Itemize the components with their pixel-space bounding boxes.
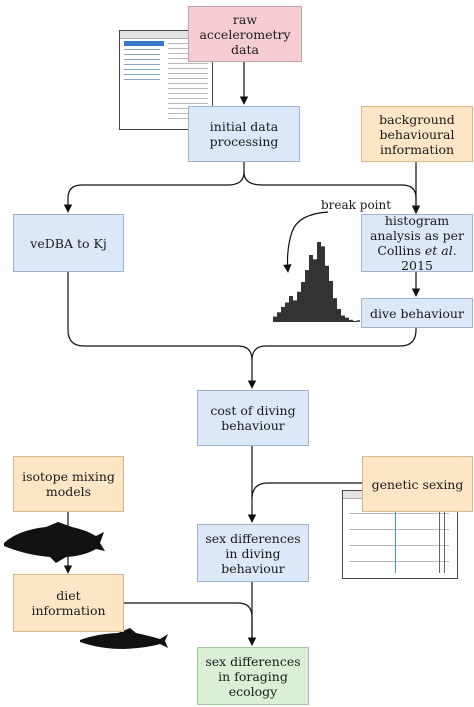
histogram-bar xyxy=(293,300,297,322)
isotope-mixing-label: isotope mixing models xyxy=(22,469,115,499)
histogram-bar xyxy=(345,317,349,322)
arrow-vedba-merge xyxy=(67,272,257,389)
cost-of-diving-label: cost of diving behaviour xyxy=(210,403,296,433)
genetic-sexing-box: genetic sexing xyxy=(362,456,473,512)
histogram-bar xyxy=(317,242,321,322)
sex-diff-diving-label: sex differences in diving behaviour xyxy=(205,530,301,576)
histogram-bar xyxy=(333,298,337,322)
sex-diff-diving-box: sex differences in diving behaviour xyxy=(197,524,309,582)
histogram-bar xyxy=(341,315,345,322)
histogram-bar xyxy=(353,320,357,322)
cost-of-diving-box: cost of diving behaviour xyxy=(197,390,309,446)
isotope-mixing-box: isotope mixing models xyxy=(13,456,124,512)
vedba-to-kj-label: veDBA to Kj xyxy=(30,235,107,251)
raw-accelerometry-box: raw accelerometry data xyxy=(188,6,302,62)
dive-behaviour-box: dive behaviour xyxy=(361,298,473,328)
break-point-pointer xyxy=(283,211,329,273)
histogram-bar xyxy=(277,312,281,322)
initial-processing-box: initial data processing xyxy=(188,106,300,162)
histogram-bar xyxy=(313,259,317,322)
histogram-bar xyxy=(289,296,293,322)
histogram-year: 2015 xyxy=(401,258,433,273)
break-point-annotation: break point xyxy=(321,198,392,212)
sex-diff-foraging-label: sex differences in foraging ecology xyxy=(205,653,301,699)
background-behaviour-label: background behavioural information xyxy=(379,111,455,157)
histogram-bar xyxy=(321,246,325,322)
histogram-bar xyxy=(305,270,309,322)
diet-information-label: diet information xyxy=(31,588,106,618)
histogram-bar xyxy=(325,265,329,322)
histogram-analysis-box: histogram analysis as per Collins et al.… xyxy=(361,213,473,273)
histogram-bar xyxy=(309,254,313,322)
histogram-bar xyxy=(285,302,289,322)
histogram-etal: et al. xyxy=(424,243,457,258)
cod-silhouette-icon xyxy=(4,522,105,563)
background-behaviour-box: background behavioural information xyxy=(361,106,473,162)
dive-behaviour-label: dive behaviour xyxy=(370,305,464,321)
histogram-bar xyxy=(297,291,301,322)
arrow-dive-merge xyxy=(251,328,417,361)
selected-row xyxy=(124,41,164,46)
histogram-bar xyxy=(273,316,277,322)
histogram-bar xyxy=(349,319,353,322)
initial-processing-label: initial data processing xyxy=(209,119,279,149)
histogram-bar xyxy=(301,282,305,322)
vedba-to-kj-box: veDBA to Kj xyxy=(13,214,124,272)
histogram-text: histogram analysis as per Collins xyxy=(369,213,465,258)
toolbar xyxy=(120,31,212,39)
mackerel-silhouette-icon xyxy=(80,628,168,649)
arrow-initial-to-histogram xyxy=(243,171,421,214)
histogram-analysis-label: histogram analysis as per Collins et al.… xyxy=(368,213,466,273)
arrow-genetic-merge xyxy=(251,482,362,500)
diet-information-box: diet information xyxy=(13,574,124,632)
genetic-sexing-label: genetic sexing xyxy=(371,476,464,492)
raw-accelerometry-label: raw accelerometry data xyxy=(199,11,291,57)
histogram-bar xyxy=(329,280,333,322)
histogram-bar xyxy=(281,306,285,322)
histogram-chart xyxy=(273,242,360,322)
sex-diff-foraging-box: sex differences in foraging ecology xyxy=(197,647,309,705)
histogram-bar xyxy=(337,309,341,322)
arrow-initial-split xyxy=(63,162,245,213)
